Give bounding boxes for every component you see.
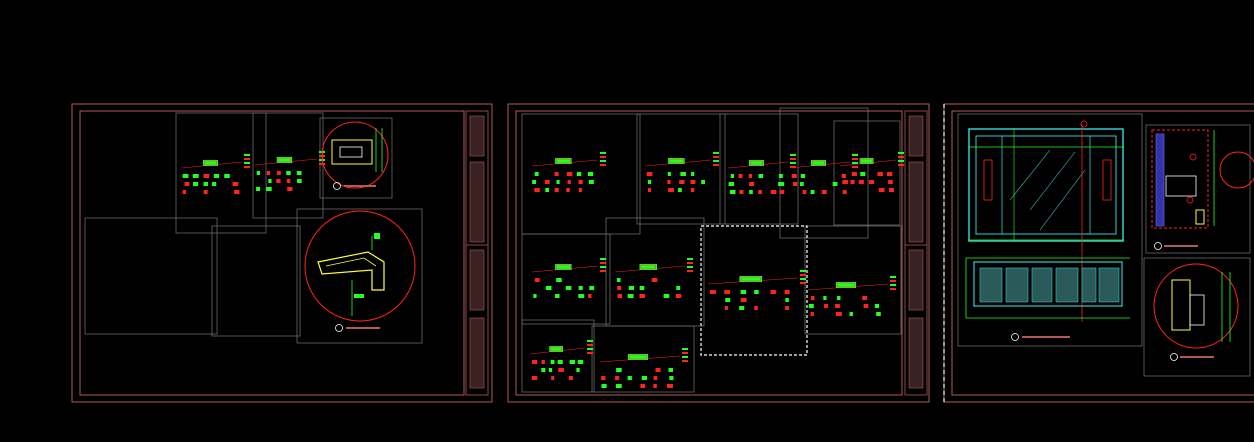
annotation-cluster [529,340,593,380]
annotation-cluster [807,276,896,316]
drawing-sheet-2[interactable] [507,103,930,403]
sheet-2-outer-border [507,103,930,403]
sheet-1-annotation-group[interactable] [181,151,325,194]
sheet-2-viewport-e[interactable] [833,120,901,226]
sheet-2-viewport-i[interactable] [521,319,595,393]
sheet-2-viewport-b[interactable] [636,113,726,225]
sheet-2-viewport-j[interactable] [591,325,695,393]
annotation-cluster [531,152,606,192]
sheet-3-viewport-c[interactable] [1143,257,1251,377]
sheet-3-viewport-a[interactable] [957,113,1143,347]
sheet-2-inner-border [515,110,903,396]
sheet-1-viewport-c[interactable] [175,112,267,234]
sheet-1-title-block [465,110,489,396]
sheet-1-outer-border [71,103,493,403]
sheet-1-viewport-a[interactable] [84,217,218,335]
annotation-cluster [727,154,796,194]
sheet-1-viewport-f[interactable] [296,208,423,344]
annotation-cluster [254,151,325,191]
sheet-2-viewport-d[interactable] [779,107,869,239]
sheet-2-title-block [904,110,928,396]
sheet-2-annotation-group[interactable] [529,152,904,388]
sheet-1-viewport-b[interactable] [211,225,301,337]
sheet-2-viewport-f[interactable] [521,233,611,325]
sheet-1-detail-bubble-1[interactable] [321,121,389,190]
drawing-sheet-3[interactable] [943,103,1254,403]
sheet-2-viewport-c[interactable] [719,113,799,225]
annotation-cluster [707,270,806,310]
annotation-cluster [599,348,688,388]
annotation-cluster [789,154,858,194]
sheet-3-detail-bubble-3[interactable] [1153,263,1239,361]
annotation-cluster [644,152,719,192]
sheet-1-viewport-e[interactable] [319,117,393,199]
sheet-2-selected-viewport[interactable] [700,225,808,356]
annotation-cluster [531,258,606,298]
sheet-1-viewport-d[interactable] [252,112,324,219]
sheet-3-inner-border [951,110,1254,396]
sheet-1-detail-bubble-2[interactable] [304,210,416,332]
annotation-cluster [839,152,904,192]
sheet-2-viewport-h[interactable] [804,225,902,335]
sheet-3-viewport-b[interactable] [1145,124,1251,254]
cabinet-elevation-drawing[interactable] [965,120,1130,341]
drawing-sheet-1[interactable] [71,103,493,403]
annotation-cluster [181,154,250,194]
sheet-1-inner-border [79,110,465,396]
sink-section-detail[interactable] [1151,129,1254,250]
annotation-cluster [614,258,693,298]
